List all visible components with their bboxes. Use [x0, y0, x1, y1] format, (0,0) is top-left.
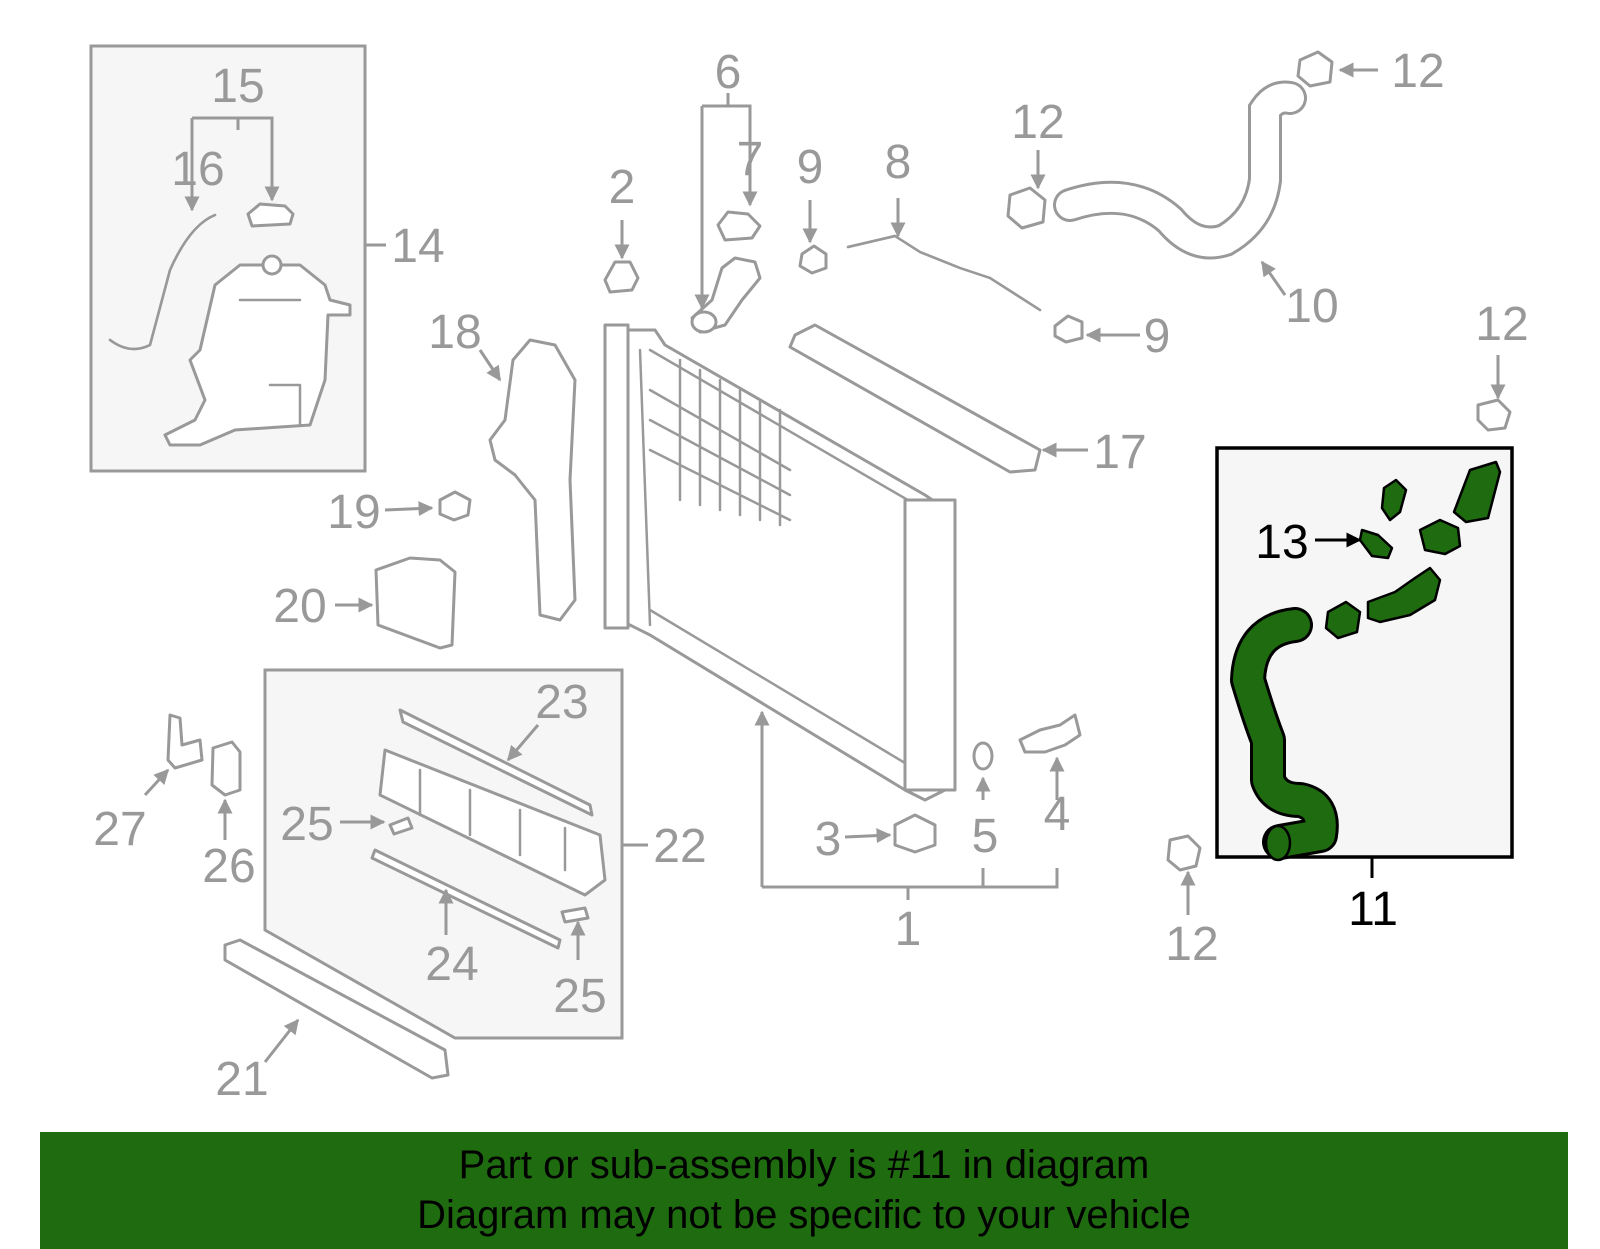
overflow-hose	[846, 234, 1042, 312]
callout-12-right: 12	[1475, 298, 1528, 351]
leader-lines-black	[1315, 532, 1374, 878]
clamp-12-bottom	[1166, 834, 1202, 872]
callout-27: 27	[93, 803, 146, 856]
callouts: 15 16 14 2 6 7 9 8 12 12 10 9 12 18 17 1…	[93, 45, 1528, 1106]
clamp-right	[1053, 314, 1084, 344]
banner-line-2: Diagram may not be specific to your vehi…	[417, 1193, 1191, 1237]
clip-19	[438, 490, 472, 522]
callout-24: 24	[425, 938, 478, 991]
callout-14: 14	[391, 220, 444, 273]
callout-18: 18	[428, 306, 481, 359]
shutter-group	[263, 668, 624, 1040]
callout-8: 8	[885, 136, 912, 189]
callout-19: 19	[327, 486, 380, 539]
callout-7: 7	[737, 133, 764, 186]
callout-25-left: 25	[280, 798, 333, 851]
washer-5	[972, 741, 994, 771]
callout-1: 1	[895, 903, 922, 956]
callout-9-top: 9	[797, 141, 824, 194]
callout-11: 11	[1348, 883, 1398, 936]
callout-5: 5	[972, 810, 999, 863]
air-guide-20	[374, 556, 457, 650]
callout-26: 26	[202, 840, 255, 893]
callout-25-right: 25	[553, 970, 606, 1023]
air-guide-bracket	[488, 338, 577, 622]
drain-cock-4	[1018, 713, 1082, 754]
seal-26	[210, 740, 242, 797]
mount-cushion-3	[893, 813, 937, 854]
callout-3: 3	[815, 813, 842, 866]
info-banner: Part or sub-assembly is #11 in diagram D…	[40, 1132, 1568, 1249]
green-connector	[1418, 518, 1462, 556]
callout-22: 22	[653, 820, 706, 873]
clamp-12-left	[1006, 186, 1047, 230]
callout-13: 13	[1255, 516, 1308, 569]
clamp-top	[798, 244, 828, 275]
callout-21: 21	[215, 1053, 268, 1106]
green-short-hose	[1452, 460, 1502, 524]
leader-lines	[143, 62, 1506, 1063]
callout-20: 20	[273, 580, 326, 633]
callout-23: 23	[535, 676, 588, 729]
radiator	[603, 323, 957, 802]
callout-17: 17	[1093, 426, 1146, 479]
callout-12-top: 12	[1391, 45, 1444, 98]
callout-6: 6	[715, 46, 742, 99]
green-clip	[1380, 478, 1408, 522]
callout-12-left: 12	[1011, 96, 1064, 149]
callout-12-bottom: 12	[1165, 918, 1218, 971]
clamp-12-top	[1296, 50, 1334, 88]
bracket-27	[166, 713, 204, 770]
green-clamp	[1324, 600, 1362, 640]
lower-deflector	[223, 938, 450, 1080]
callout-2: 2	[609, 161, 636, 214]
green-elbow	[1366, 566, 1442, 624]
banner-line-1: Part or sub-assembly is #11 in diagram	[458, 1143, 1150, 1187]
clamp-12-right	[1476, 398, 1512, 432]
callout-16: 16	[171, 143, 224, 196]
support-rail	[788, 323, 1042, 474]
callout-10: 10	[1285, 280, 1338, 333]
callout-4: 4	[1044, 788, 1071, 841]
upper-hose	[1053, 80, 1307, 260]
highlight-box-11	[1215, 446, 1514, 862]
coolant-cap	[603, 260, 640, 294]
callout-9-right: 9	[1144, 310, 1171, 363]
callout-15: 15	[211, 60, 264, 113]
